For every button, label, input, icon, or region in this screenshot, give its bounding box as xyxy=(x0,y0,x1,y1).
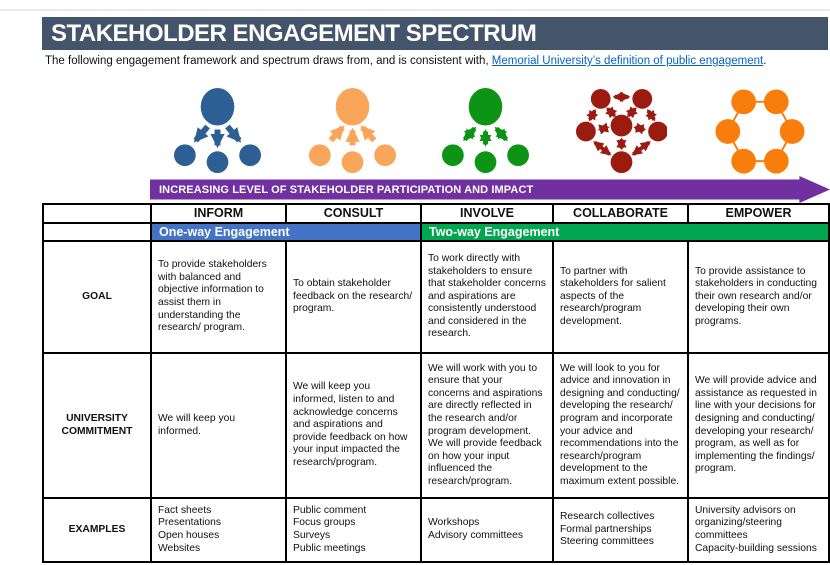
page-title: STAKEHOLDER ENGAGEMENT SPECTRUM xyxy=(51,19,537,47)
cell-commitment-involve: We will work with you to ensure that you… xyxy=(420,352,554,499)
row-label-university-commitment: UNIVERSITY COMMITMENT xyxy=(42,352,152,499)
two-way-engagement-band: Two-way Engagement xyxy=(420,222,830,242)
row-label-goal: GOAL xyxy=(42,240,152,354)
cell-examples-consult: Public comment Focus groups Surveys Publ… xyxy=(285,497,422,563)
column-header-row: INFORM CONSULT INVOLVE COLLABORATE EMPOW… xyxy=(42,203,830,224)
cell-commitment-empower: We will provide advice and assistance as… xyxy=(687,352,830,499)
subtitle-period: . xyxy=(763,55,767,67)
cell-goal-inform: To provide stakeholders with balanced an… xyxy=(150,240,287,354)
page-top-rule xyxy=(0,9,830,11)
column-header-involve: INVOLVE xyxy=(420,203,554,224)
participation-arrow-label: INCREASING LEVEL OF STAKEHOLDER PARTICIP… xyxy=(159,183,534,196)
cell-goal-involve: To work directly with stakeholders to en… xyxy=(420,240,554,354)
cell-examples-inform: Fact sheets Presentations Open houses We… xyxy=(150,497,287,563)
consult-many-to-one-icon xyxy=(305,86,400,175)
row-label-examples: EXAMPLES xyxy=(42,497,152,563)
public-engagement-link[interactable]: Memorial University’s definition of publ… xyxy=(491,55,764,67)
participation-arrow-banner: INCREASING LEVEL OF STAKEHOLDER PARTICIP… xyxy=(150,176,830,203)
cell-examples-collaborate: Research collectives Formal partnerships… xyxy=(552,497,689,563)
subtitle: The following engagement framework and s… xyxy=(45,55,825,67)
header-spacer xyxy=(42,203,152,224)
one-way-engagement-band: One-way Engagement xyxy=(150,222,422,242)
cell-goal-consult: To obtain stakeholder feedback on the re… xyxy=(285,240,422,354)
involve-two-way-icon xyxy=(438,86,533,175)
cell-examples-empower: University advisors on organizing/steeri… xyxy=(687,497,830,563)
subtitle-text: The following engagement framework and s… xyxy=(45,55,492,67)
column-header-inform: INFORM xyxy=(150,203,287,224)
examples-row: EXAMPLES Fact sheets Presentations Open … xyxy=(42,497,830,563)
collaborate-network-icon xyxy=(572,86,668,175)
cell-commitment-inform: We will keep you informed. xyxy=(150,352,287,499)
page-title-banner: STAKEHOLDER ENGAGEMENT SPECTRUM xyxy=(42,17,828,50)
empower-ring-icon xyxy=(710,86,805,175)
cell-commitment-collaborate: We will look to you for advice and innov… xyxy=(552,352,689,499)
engagement-band-row: One-way Engagement Two-way Engagement xyxy=(42,222,830,242)
goal-row: GOAL To provide stakeholders with balanc… xyxy=(42,240,830,354)
cell-commitment-consult: We will keep you informed, listen to and… xyxy=(285,352,422,499)
cell-goal-collaborate: To partner with stakeholders for salient… xyxy=(552,240,689,354)
column-header-collaborate: COLLABORATE xyxy=(552,203,689,224)
inform-one-to-many-icon xyxy=(170,86,265,175)
cell-examples-involve: Workshops Advisory committees xyxy=(420,497,554,563)
column-header-consult: CONSULT xyxy=(285,203,422,224)
cell-goal-empower: To provide assistance to stakeholders in… xyxy=(687,240,830,354)
band-spacer xyxy=(42,222,152,242)
spectrum-table: INFORM CONSULT INVOLVE COLLABORATE EMPOW… xyxy=(42,203,830,563)
column-header-empower: EMPOWER xyxy=(687,203,830,224)
university-commitment-row: UNIVERSITY COMMITMENT We will keep you i… xyxy=(42,352,830,499)
